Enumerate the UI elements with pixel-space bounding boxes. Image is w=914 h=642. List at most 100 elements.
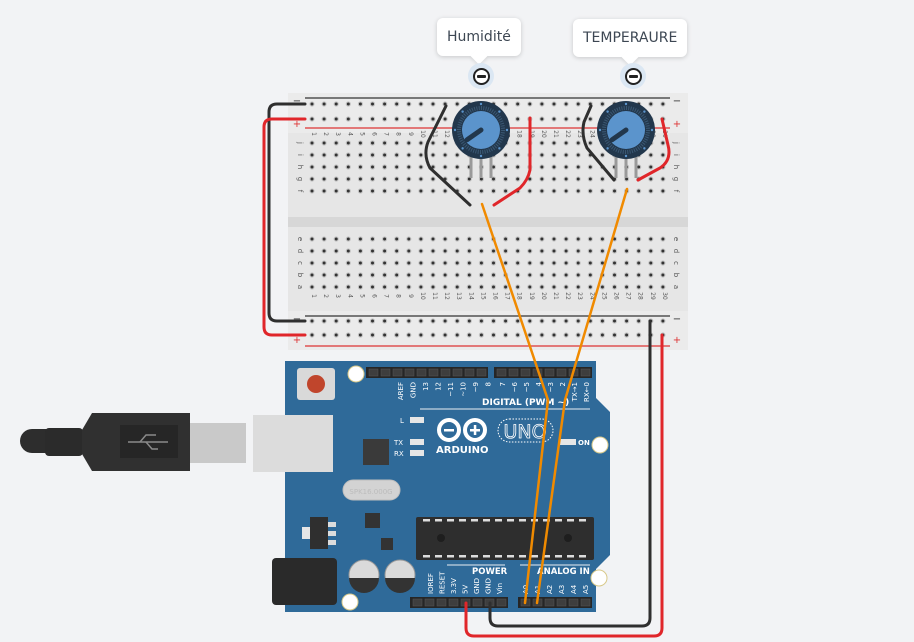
pin-label: A2	[546, 585, 554, 594]
pin-label: ~9	[472, 382, 480, 392]
header-pin[interactable]	[496, 368, 507, 377]
mount-hole	[590, 569, 608, 587]
led-tx	[410, 439, 424, 445]
digital-label: DIGITAL (PWM ~)	[482, 398, 569, 408]
column-label: 4	[346, 294, 353, 298]
led-on	[560, 439, 576, 445]
header-pin[interactable]	[440, 368, 451, 377]
column-label: 10	[419, 130, 426, 138]
wire-red-pot2-vcc[interactable]	[636, 117, 671, 182]
header-pin[interactable]	[448, 598, 459, 607]
row-label: e	[296, 237, 304, 241]
wire-orange-pot2-a1[interactable]	[535, 187, 629, 605]
header-pin[interactable]	[424, 598, 435, 607]
rail-sign: +	[293, 335, 301, 346]
potentiometer-temperature[interactable]	[597, 101, 655, 178]
header-pin[interactable]	[392, 368, 403, 377]
column-label: 12	[443, 130, 450, 138]
header-pin[interactable]	[476, 368, 487, 377]
rail-sign: −	[673, 96, 681, 107]
arduino-logo-icon	[437, 418, 487, 442]
wire-orange-pot1-a0[interactable]	[480, 202, 550, 605]
header-pin[interactable]	[580, 598, 591, 607]
column-label: 16	[492, 292, 499, 300]
header-pin[interactable]	[556, 368, 567, 377]
usb-cable-collar	[45, 428, 83, 456]
reset-button[interactable]	[307, 375, 325, 393]
header-pin[interactable]	[496, 598, 507, 607]
header-pin[interactable]	[380, 368, 391, 377]
row-label: c	[672, 261, 680, 265]
minus-circle-icon	[624, 67, 642, 85]
wire-black-rail-jumper[interactable]	[267, 102, 307, 323]
analog-header	[518, 597, 592, 608]
led-rx	[410, 450, 424, 456]
header-pin[interactable]	[508, 368, 519, 377]
column-label: 15	[479, 292, 486, 300]
header-pin[interactable]	[416, 368, 427, 377]
wire-red-5v[interactable]	[464, 333, 664, 638]
led-rx-label: RX	[394, 450, 404, 458]
rail-sign: −	[293, 96, 301, 107]
column-label: 3	[334, 132, 341, 136]
wire-black-pot2-gnd[interactable]	[581, 104, 616, 182]
pin-label: 8	[485, 382, 493, 386]
pin-label: RESET	[439, 571, 447, 594]
header-pin[interactable]	[464, 368, 475, 377]
header-pin[interactable]	[412, 598, 423, 607]
mount-hole	[591, 436, 609, 454]
pot-leg	[469, 150, 473, 178]
column-label: 17	[504, 292, 511, 300]
header-pin[interactable]	[520, 368, 531, 377]
column-label: 2	[322, 132, 329, 136]
pin-label: 4	[535, 381, 543, 386]
digital-header	[366, 367, 592, 378]
uno-badge	[497, 418, 554, 443]
row-label: g	[672, 177, 680, 181]
usb-port-jack	[253, 415, 333, 472]
remove-humidity-button[interactable]	[468, 63, 494, 89]
pin-label: ~11	[447, 382, 455, 397]
usb-plug-tip	[190, 423, 246, 463]
pin-label: TX→1	[571, 382, 579, 402]
header-pin[interactable]	[556, 598, 567, 607]
remove-temperature-button[interactable]	[620, 63, 646, 89]
header-pin[interactable]	[368, 368, 379, 377]
column-label: 13	[455, 292, 462, 300]
header-pin[interactable]	[580, 368, 591, 377]
header-pin[interactable]	[568, 598, 579, 607]
header-pin[interactable]	[452, 368, 463, 377]
column-label: 3	[334, 294, 341, 298]
wire-red-rail-jumper[interactable]	[262, 117, 307, 337]
row-label: g	[296, 177, 304, 181]
pin-label: A5	[582, 585, 590, 594]
dc-power-jack	[272, 558, 337, 605]
row-label: j	[296, 141, 304, 144]
column-label: 7	[383, 294, 390, 298]
temperature-label-text: TEMPERAURE	[583, 30, 678, 46]
column-label: 12	[443, 292, 450, 300]
row-label: f	[672, 190, 680, 193]
header-pin[interactable]	[436, 598, 447, 607]
header-pin[interactable]	[544, 368, 555, 377]
potentiometer-humidity[interactable]	[452, 101, 510, 178]
column-label: 26	[613, 292, 620, 300]
wires[interactable]	[262, 102, 671, 638]
usb-chip	[363, 439, 389, 465]
column-label: 23	[576, 130, 583, 138]
wire-black-pot1-gnd[interactable]	[424, 104, 472, 207]
wire-red-pot1-vcc[interactable]	[492, 116, 532, 207]
wire-black-gnd[interactable]	[488, 319, 652, 628]
column-label: 18	[516, 130, 523, 138]
row-label: c	[296, 261, 304, 265]
header-pin[interactable]	[544, 598, 555, 607]
header-pin[interactable]	[404, 368, 415, 377]
pin-label: ~3	[547, 382, 555, 392]
header-pin[interactable]	[472, 598, 483, 607]
column-label: 18	[516, 292, 523, 300]
led-on-label: ON	[578, 439, 590, 447]
header-pin[interactable]	[428, 368, 439, 377]
pin-label: RX←0	[583, 382, 591, 402]
